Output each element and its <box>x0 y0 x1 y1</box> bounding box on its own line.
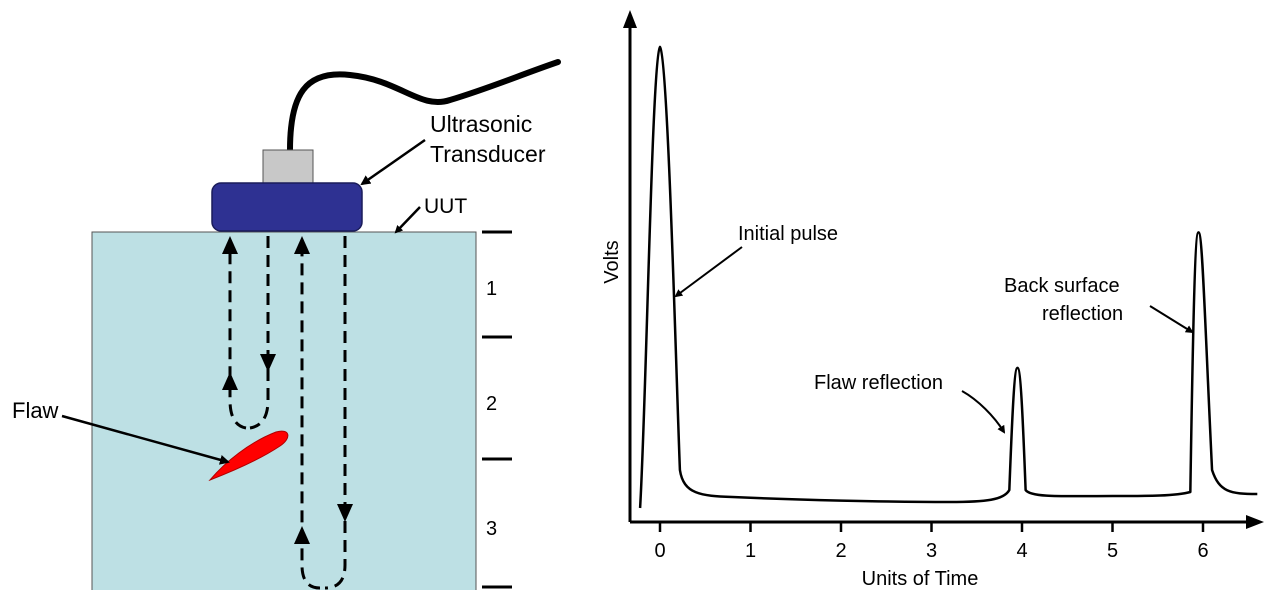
sound-paths <box>228 236 347 590</box>
initial-pulse-label: Initial pulse <box>738 223 838 245</box>
x-tick-group: 0 1 2 3 4 5 6 <box>654 522 1209 562</box>
transducer-body <box>211 182 363 232</box>
depth-marker-2: 2 <box>486 393 497 415</box>
x-tick-label: 1 <box>745 540 756 562</box>
specimen-diagram: Ultrasonic Transducer UUT 1 2 3 <box>12 59 561 590</box>
x-tick-label: 4 <box>1016 540 1027 562</box>
x-tick-label: 6 <box>1197 540 1208 562</box>
x-tick-label: 3 <box>926 540 937 562</box>
flaw-up-path <box>228 240 247 430</box>
back-surface-label-line1: Back surface <box>1004 275 1120 297</box>
arrowhead-up-icon <box>294 236 310 254</box>
flaw-reflection-arrow <box>961 390 1006 434</box>
depth-marker-1: 1 <box>486 278 497 300</box>
x-axis-arrow-icon <box>1246 515 1264 529</box>
flaw-reflection-label: Flaw reflection <box>814 372 943 394</box>
transducer-label-line2: Transducer <box>430 141 546 167</box>
uut-pointer-arrow <box>394 206 421 234</box>
back-surface-arrow <box>1149 305 1194 334</box>
x-tick-label: 2 <box>835 540 846 562</box>
y-axis-arrow-icon <box>623 10 637 28</box>
a-scan-chart: Volts Units of Time 0 1 2 3 4 5 6 Initial puls… <box>601 10 1264 590</box>
x-tick-label: 0 <box>654 540 665 562</box>
y-axis-label: Volts <box>601 240 623 283</box>
arrowhead-up-icon <box>222 236 238 254</box>
flaw-pointer-arrow <box>61 414 230 465</box>
flaw-shape <box>208 430 289 482</box>
depth-marker-3: 3 <box>486 518 497 540</box>
initial-pulse-arrow <box>674 246 743 298</box>
uut-specimen <box>91 231 477 590</box>
flaw-label: Flaw <box>12 398 59 423</box>
transducer-connector <box>262 149 314 186</box>
back-surface-label-line2: reflection <box>1042 303 1123 325</box>
transducer-cable <box>287 59 561 153</box>
transducer-pointer-arrow <box>360 138 426 186</box>
arrowhead-down-icon <box>260 354 276 372</box>
x-axis-label: Units of Time <box>862 568 979 590</box>
flaw-down-path <box>249 236 270 430</box>
backwall-down-path <box>324 236 347 590</box>
backwall-up-path <box>300 240 321 590</box>
x-tick-label: 5 <box>1107 540 1118 562</box>
arrowhead-up-icon <box>294 526 310 544</box>
transducer-label-line1: Ultrasonic <box>430 111 532 137</box>
sound-path-arrowheads <box>222 236 353 544</box>
depth-scale: 1 2 3 <box>482 230 512 589</box>
arrowhead-down-icon <box>337 504 353 522</box>
uut-label: UUT <box>424 195 467 218</box>
signal-trace <box>638 45 1258 509</box>
arrowhead-up-icon <box>222 372 238 390</box>
